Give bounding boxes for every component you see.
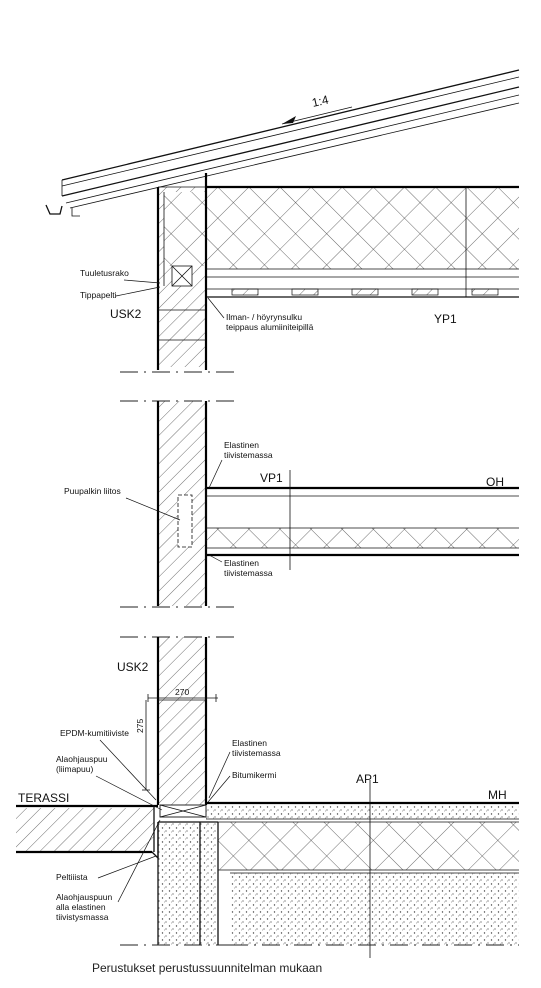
wall-middle [120, 400, 240, 608]
label-mh: MH [488, 788, 507, 802]
label-alaohj2-3: tiivistysmassa [56, 912, 109, 922]
dim-width-label: 270 [175, 687, 189, 697]
slope-label: 1:4 [311, 92, 331, 109]
label-ap1: AP1 [356, 772, 379, 786]
label-usk2-bottom: USK2 [117, 660, 149, 674]
label-tuuletusrako: Tuuletusrako [80, 268, 129, 278]
label-elastinen-b1: Elastinen [224, 558, 259, 568]
label-alaohjauspuu-1: Alaohjauspuu [56, 754, 108, 764]
foundation [120, 804, 240, 946]
labels: Tuuletusrako Tippapelti USK2 Ilman- / hö… [18, 268, 507, 975]
label-oh: OH [486, 475, 504, 489]
label-tippapelti: Tippapelti [80, 290, 117, 300]
label-elastinen-c2: tiivistemassa [232, 748, 281, 758]
label-puupalkin: Puupalkin liitos [64, 486, 121, 496]
roof-section [45, 69, 520, 217]
label-alaohj2-2: alla elastinen [56, 902, 106, 912]
label-usk2-top: USK2 [110, 307, 142, 321]
slope-indicator: 1:4 [281, 92, 353, 125]
label-epdm: EPDM-kumitiiviste [60, 728, 129, 738]
label-bitumikermi: Bitumikermi [232, 770, 277, 780]
label-elastinen-c1: Elastinen [232, 738, 267, 748]
ceiling-yp1 [206, 185, 519, 298]
label-peltiiista: Peltiiista [56, 872, 88, 882]
label-yp1: YP1 [434, 312, 457, 326]
label-elastinen-a2: tiivistemassa [224, 450, 273, 460]
label-alaohjauspuu-2: (liimapuu) [56, 764, 93, 774]
label-terassi: TERASSI [18, 791, 69, 805]
label-vp1: VP1 [260, 471, 283, 485]
floor-ap1 [206, 780, 519, 958]
label-ilmansulku-2: teippaus alumiiniteipillä [226, 322, 314, 332]
label-alaohj2-1: Alaohjauspuun [56, 892, 113, 902]
dim-height-label: 275 [135, 719, 145, 733]
label-elastinen-a1: Elastinen [224, 440, 259, 450]
wall-upper [120, 173, 240, 373]
floor-vp1 [205, 470, 519, 570]
label-ilmansulku-1: Ilman- / höyrynsulku [226, 312, 302, 322]
caption: Perustukset perustussuunnitelman mukaan [92, 961, 322, 975]
wall-lower: 270 275 [120, 636, 240, 805]
terrace [16, 804, 159, 860]
label-elastinen-b2: tiivistemassa [224, 568, 273, 578]
